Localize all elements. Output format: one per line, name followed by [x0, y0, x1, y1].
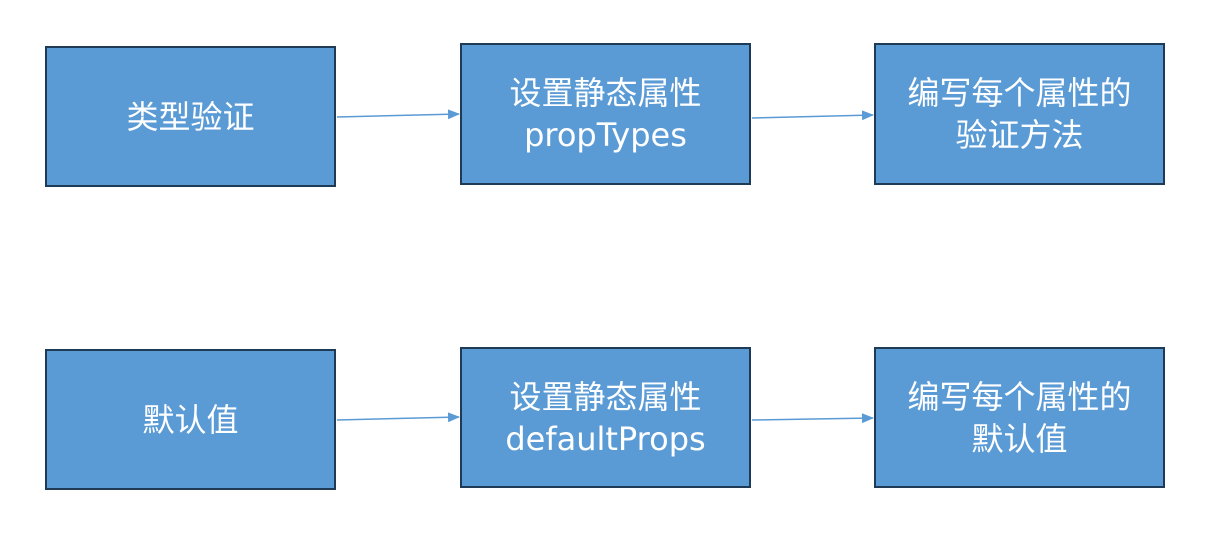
node-label: 默认值 [142, 400, 239, 439]
node-label: 类型验证 [126, 97, 255, 136]
node-write-validators: 编写每个属性的 验证方法 [874, 43, 1165, 185]
node-label: 设置静态属性 [509, 74, 702, 112]
node-write-defaults: 编写每个属性的 默认值 [874, 347, 1165, 488]
node-set-defaultprops: 设置静态属性 defaultProps [460, 347, 751, 488]
node-label: 编写每个属性的 [907, 74, 1132, 112]
node-label: 默认值 [971, 419, 1068, 458]
node-type-validation: 类型验证 [45, 46, 336, 187]
arrow-row2-a [336, 412, 460, 423]
node-label: 验证方法 [955, 116, 1084, 154]
node-set-proptypes: 设置静态属性 propTypes [460, 43, 751, 185]
node-label: 编写每个属性的 [907, 377, 1132, 416]
node-label: defaultProps [505, 419, 706, 458]
node-label: propTypes [524, 116, 687, 154]
arrow-row1-a [336, 109, 460, 120]
arrow-row1-b [751, 110, 874, 121]
node-label: 设置静态属性 [509, 377, 702, 416]
arrow-row2-b [751, 413, 874, 424]
node-default-value: 默认值 [45, 349, 336, 490]
